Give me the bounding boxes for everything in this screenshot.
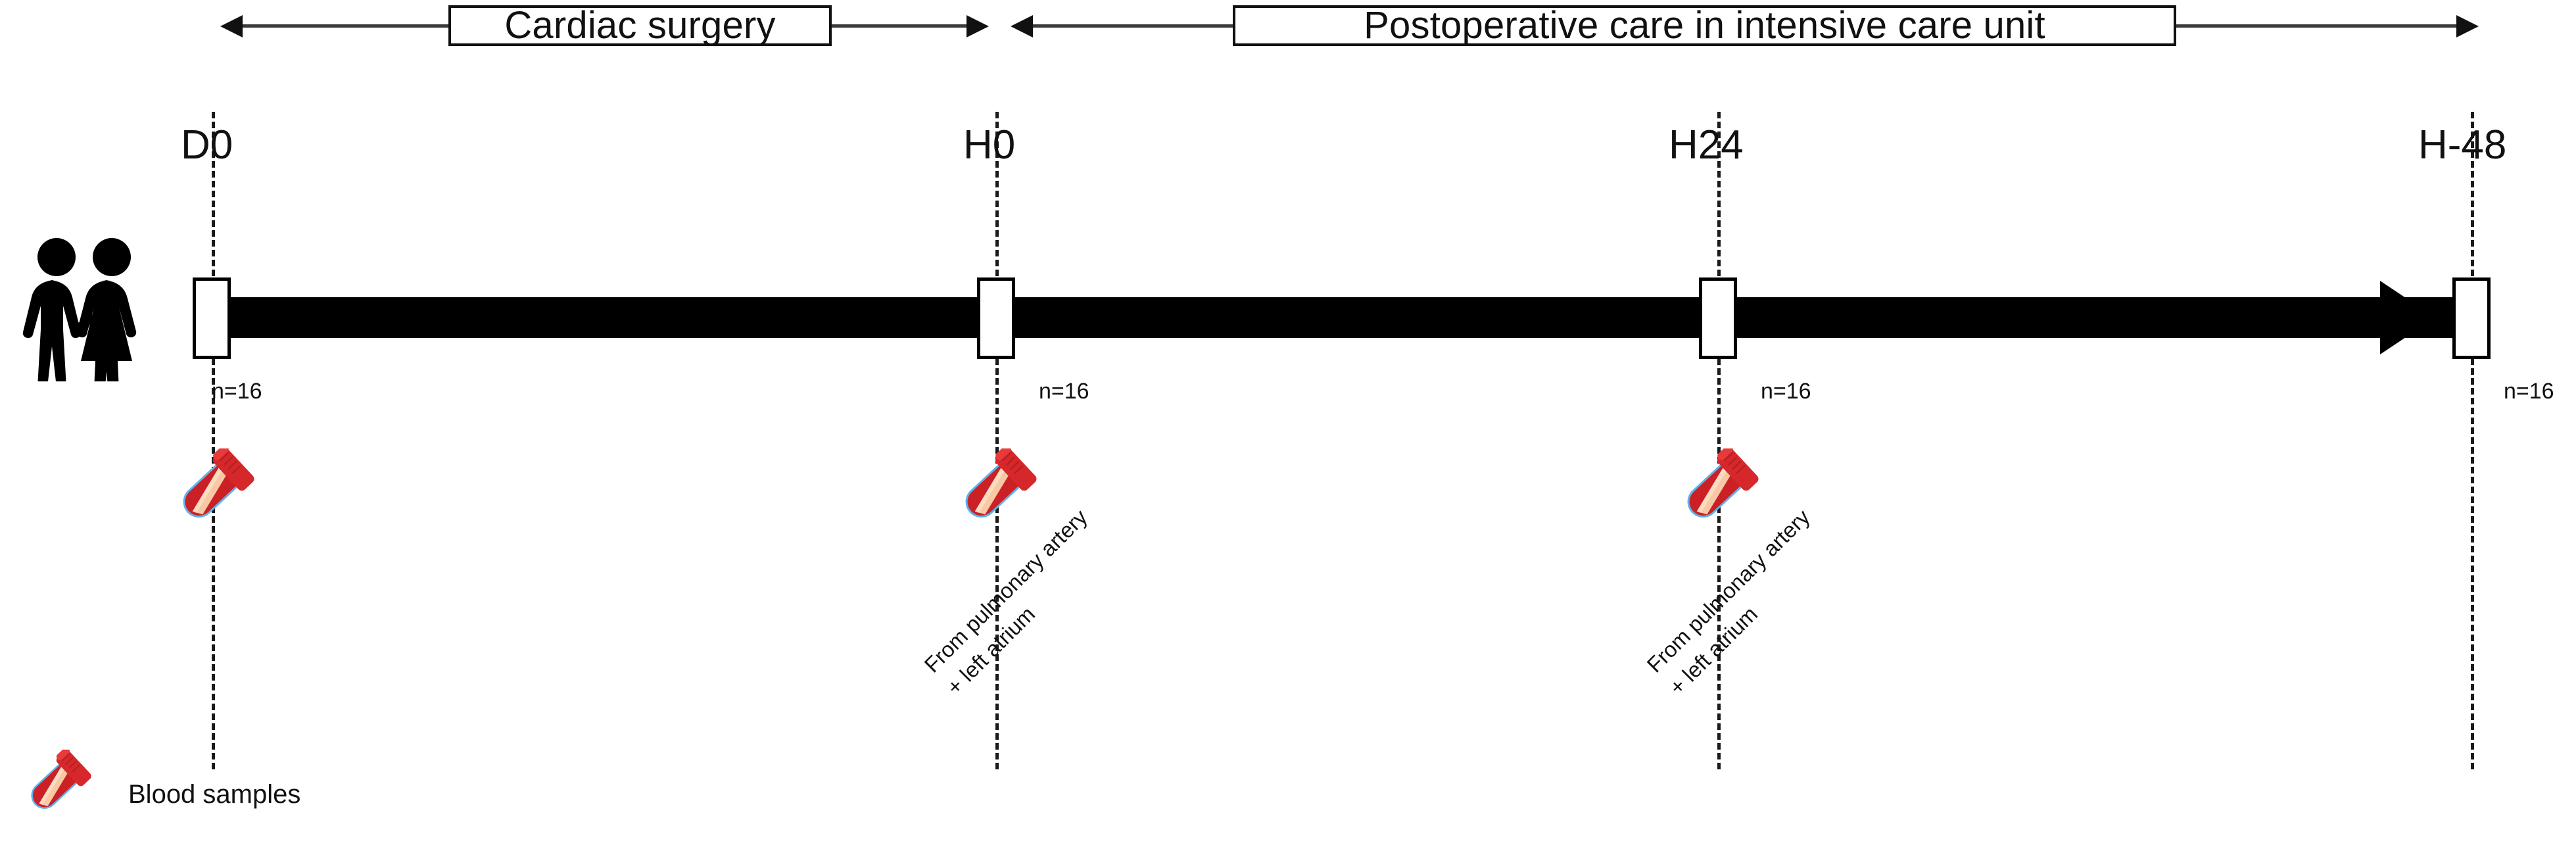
timepoint-label-h-48: H-48 — [2418, 122, 2507, 168]
timepoint-dashline-d0 — [212, 112, 215, 769]
blood-tube-icon-h0 — [952, 445, 1038, 531]
phase-box-postoperative-icu: Postoperative care in intensive care uni… — [1233, 5, 2176, 46]
sample-source-note-h24: From pulmonary artery + left atrium — [1640, 502, 1840, 702]
timepoint-count-h-48: n=16 — [2504, 379, 2554, 404]
sample-source-note-h0: From pulmonary artery + left atrium — [917, 502, 1117, 702]
cardiac-surgery-right-line — [830, 24, 970, 28]
timepoint-marker-d0 — [193, 277, 231, 359]
timepoint-count-h0: n=16 — [1039, 379, 1089, 404]
cardiac-surgery-left-arrowhead — [220, 15, 243, 37]
postoperative-right-line — [2175, 24, 2458, 28]
legend-label-blood-samples: Blood samples — [128, 779, 301, 809]
postoperative-left-arrowhead — [1011, 15, 1033, 37]
timepoint-dashline-h0 — [995, 112, 999, 769]
phase-box-cardiac-surgery: Cardiac surgery — [448, 5, 832, 46]
timeline-axis-arrowhead — [2380, 281, 2435, 354]
blood-tube-icon-h24 — [1674, 445, 1759, 531]
blood-tube-icon-legend — [20, 747, 92, 821]
timepoint-count-d0: n=16 — [212, 379, 262, 404]
couple-icon — [12, 235, 156, 439]
timepoint-dashline-h-48 — [2471, 112, 2474, 769]
phase-label-postoperative-icu: Postoperative care in intensive care uni… — [1364, 4, 2045, 47]
timepoint-label-h24: H24 — [1669, 122, 1744, 168]
timepoint-marker-h0 — [977, 277, 1015, 359]
timepoint-dashline-h24 — [1717, 112, 1721, 769]
timepoint-count-h24: n=16 — [1761, 379, 1811, 404]
blood-tube-icon-d0 — [170, 445, 255, 531]
phase-label-cardiac-surgery: Cardiac surgery — [504, 4, 776, 47]
cardiac-surgery-left-line — [241, 24, 450, 28]
postoperative-right-arrowhead — [2456, 15, 2479, 37]
timepoint-label-d0: D0 — [181, 122, 233, 168]
postoperative-left-line — [1032, 24, 1235, 28]
timepoint-marker-h-48 — [2452, 277, 2491, 359]
legend-blood-samples: Blood samples — [20, 747, 301, 821]
timeline-axis-bar — [197, 297, 2459, 338]
timepoint-marker-h24 — [1699, 277, 1737, 359]
timepoint-label-h0: H0 — [963, 122, 1016, 168]
cardiac-surgery-right-arrowhead — [966, 15, 989, 37]
